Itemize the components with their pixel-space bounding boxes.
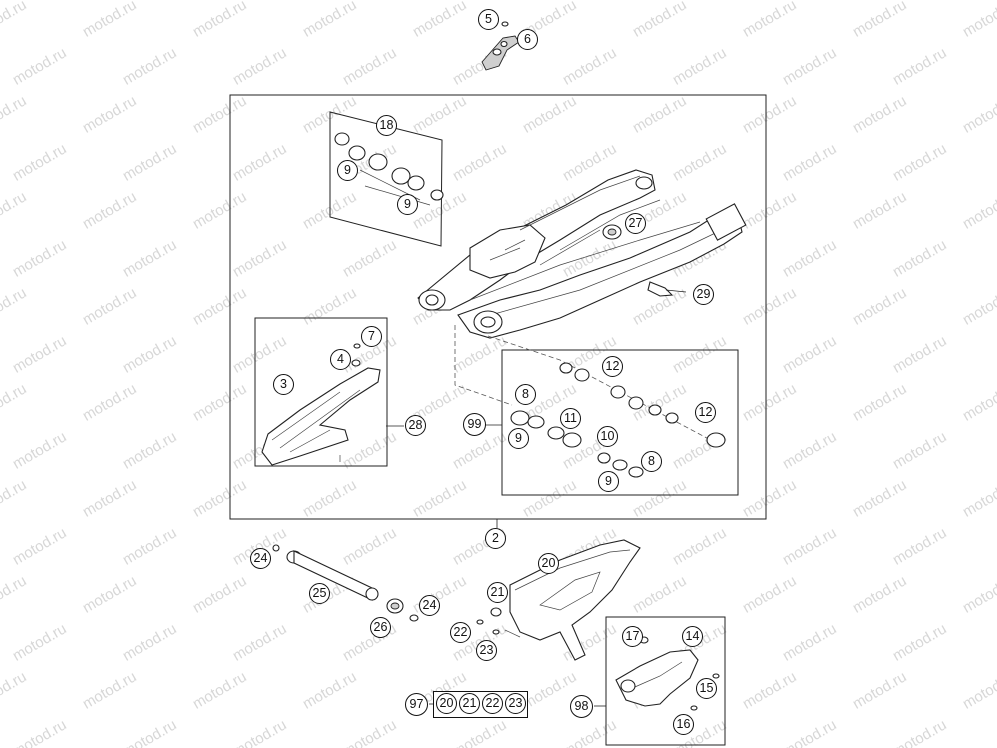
pivot-kit-parts xyxy=(510,362,726,478)
callout-part-21: 21 xyxy=(487,582,508,603)
bearing-kit-frame xyxy=(329,111,443,247)
callout-part-15: 15 xyxy=(696,678,717,699)
axle-part-25 xyxy=(293,550,373,601)
kit-97-contents: 20 21 22 23 xyxy=(433,691,528,718)
callout-part-24: 24 xyxy=(250,548,271,569)
leader-lines xyxy=(386,289,687,707)
callout-part-29: 29 xyxy=(693,284,714,305)
callout-part-2: 2 xyxy=(485,528,506,549)
shroud-parts xyxy=(615,636,720,711)
callout-part-97: 97 xyxy=(405,693,428,716)
callout-part-7: 7 xyxy=(361,326,382,347)
screw-part-16 xyxy=(690,705,698,711)
callout-part-8: 8 xyxy=(641,451,662,472)
callout-part-12: 12 xyxy=(602,356,623,377)
callout-part-18: 18 xyxy=(376,115,397,136)
bolt-part-5 xyxy=(501,21,509,27)
callout-part-8: 8 xyxy=(515,384,536,405)
callout-part-3: 3 xyxy=(273,374,294,395)
swingarm-body xyxy=(417,169,747,339)
callout-part-26: 26 xyxy=(370,617,391,638)
bearing-kit-parts xyxy=(334,132,444,206)
callout-part-24: 24 xyxy=(419,595,440,616)
callout-part-98: 98 xyxy=(570,695,593,718)
callout-part-25: 25 xyxy=(309,583,330,604)
swingarm-group-frame xyxy=(229,94,767,520)
axle-parts xyxy=(272,544,419,622)
callout-part-28: 28 xyxy=(405,415,426,436)
washer-part-15 xyxy=(712,673,720,679)
callout-part-20: 20 xyxy=(538,553,559,574)
callout-part-14: 14 xyxy=(682,626,703,647)
pivot-kit-frame xyxy=(501,349,739,496)
callout-part-9: 9 xyxy=(508,428,529,449)
callout-part-6: 6 xyxy=(517,29,538,50)
callout-part-99: 99 xyxy=(463,413,486,436)
screw-part-7 xyxy=(353,343,361,349)
callout-part-9: 9 xyxy=(337,160,358,181)
locator-dash-line xyxy=(454,325,513,406)
callout-part-23: 23 xyxy=(476,640,497,661)
kit-97-item: 21 xyxy=(459,693,480,714)
kit-97-item: 20 xyxy=(436,693,457,714)
shroud-kit-frame xyxy=(605,616,726,746)
washer-part-4 xyxy=(351,359,361,367)
nut-part-23 xyxy=(492,629,500,635)
callout-part-27: 27 xyxy=(625,213,646,234)
callout-part-12: 12 xyxy=(695,402,716,423)
callout-part-5: 5 xyxy=(478,9,499,30)
callout-part-16: 16 xyxy=(673,714,694,735)
bracket-part-6 xyxy=(481,21,520,71)
chain-guide-part-3 xyxy=(261,343,381,466)
chain-guide-frame xyxy=(254,317,388,467)
kit-97-item: 22 xyxy=(482,693,503,714)
callout-part-9: 9 xyxy=(598,471,619,492)
callout-part-10: 10 xyxy=(597,426,618,447)
kit-97-item: 23 xyxy=(505,693,526,714)
callout-part-17: 17 xyxy=(622,626,643,647)
callout-part-4: 4 xyxy=(330,349,351,370)
screw-part-21 xyxy=(490,607,502,617)
callout-part-9: 9 xyxy=(397,194,418,215)
callout-part-11: 11 xyxy=(560,408,581,429)
callout-part-22: 22 xyxy=(450,622,471,643)
